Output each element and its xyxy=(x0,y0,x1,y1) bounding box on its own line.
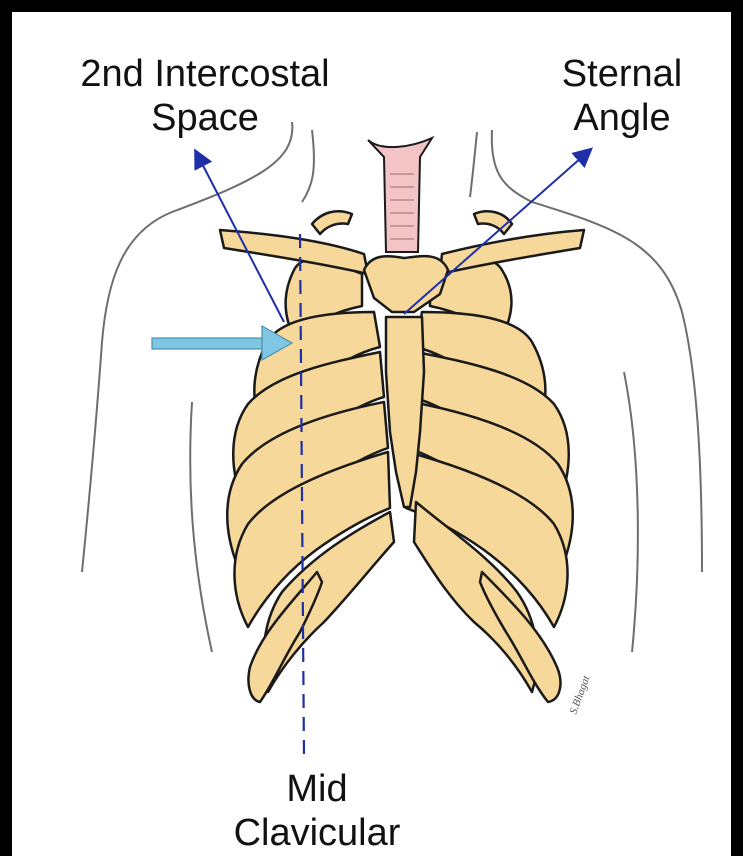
intercostal-label-line2: Space xyxy=(40,96,370,140)
midclav-label-line2: Clavicular xyxy=(192,811,442,855)
highlight-arrow xyxy=(152,326,292,360)
mid-clavicular-label: Mid Clavicular xyxy=(192,767,442,855)
left-ribs xyxy=(227,259,394,702)
trachea xyxy=(368,138,432,252)
sternal-label-line1: Sternal xyxy=(517,52,727,96)
right-ribs xyxy=(406,259,573,702)
sternal-label-line2: Angle xyxy=(517,96,727,140)
midclav-label-line1: Mid xyxy=(192,767,442,811)
intercostal-space-label: 2nd Intercostal Space xyxy=(40,52,370,140)
artist-signature: S.Bhagat xyxy=(568,673,593,716)
sternal-angle-label: Sternal Angle xyxy=(517,52,727,140)
intercostal-label-line1: 2nd Intercostal xyxy=(40,52,370,96)
diagram-frame: S.Bhagat 2nd Intercostal Space Sternal A… xyxy=(12,12,731,856)
